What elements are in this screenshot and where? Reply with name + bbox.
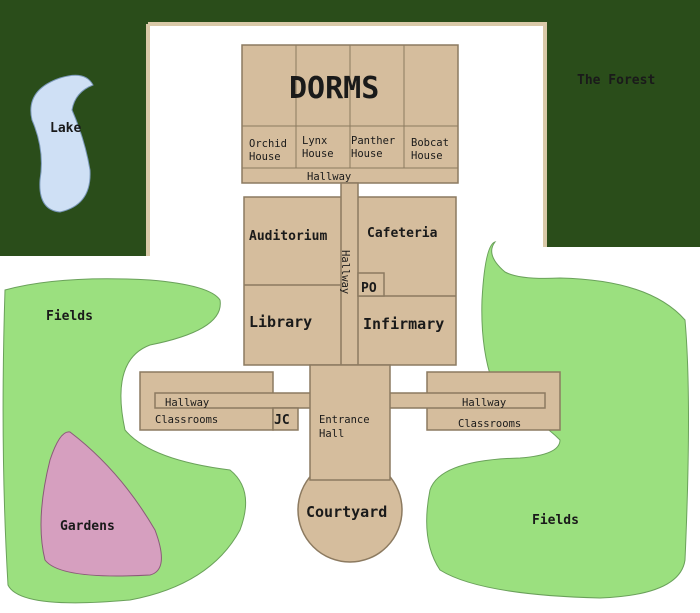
jc-label: JC	[274, 413, 290, 428]
right-hallway-label: Hallway	[462, 397, 506, 409]
panther-label: Panther	[351, 135, 395, 147]
dorms-label: DORMS	[289, 71, 379, 106]
gardens-label: Gardens	[60, 519, 115, 534]
dorms	[241, 44, 459, 184]
entrance-hall	[309, 364, 391, 481]
bobcat-label-2: House	[411, 150, 443, 162]
main-building	[243, 182, 457, 366]
infirmary-label: Infirmary	[363, 315, 444, 333]
entrance-label: Entrance	[319, 414, 370, 426]
lake	[30, 74, 94, 213]
courtyard-label: Courtyard	[306, 503, 387, 521]
forest-label: The Forest	[577, 73, 655, 88]
orchid-label-2: House	[249, 151, 281, 163]
dorm-hallway-label: Hallway	[307, 171, 351, 183]
entrance-label-2: Hall	[319, 428, 344, 440]
auditorium-label: Auditorium	[249, 229, 327, 244]
lake-label: Lake	[50, 121, 81, 136]
center-hallway-label: Hallway	[339, 250, 351, 294]
right-classrooms-label: Classrooms	[458, 418, 521, 430]
left-classrooms-label: Classrooms	[155, 414, 218, 426]
po-label: PO	[361, 281, 377, 296]
orchid-label: Orchid	[249, 138, 287, 150]
cafeteria-label: Cafeteria	[367, 226, 438, 241]
fields-left-label: Fields	[46, 309, 93, 324]
gardens	[40, 431, 162, 577]
forest	[0, 0, 700, 256]
bobcat-label: Bobcat	[411, 137, 449, 149]
panther-label-2: House	[351, 148, 383, 160]
lynx-label: Lynx	[302, 135, 327, 147]
library-label: Library	[249, 313, 312, 331]
left-hallway-label: Hallway	[165, 397, 209, 409]
lynx-label-2: House	[302, 148, 334, 160]
right-wing	[387, 371, 561, 431]
fields-right-label: Fields	[532, 513, 579, 528]
